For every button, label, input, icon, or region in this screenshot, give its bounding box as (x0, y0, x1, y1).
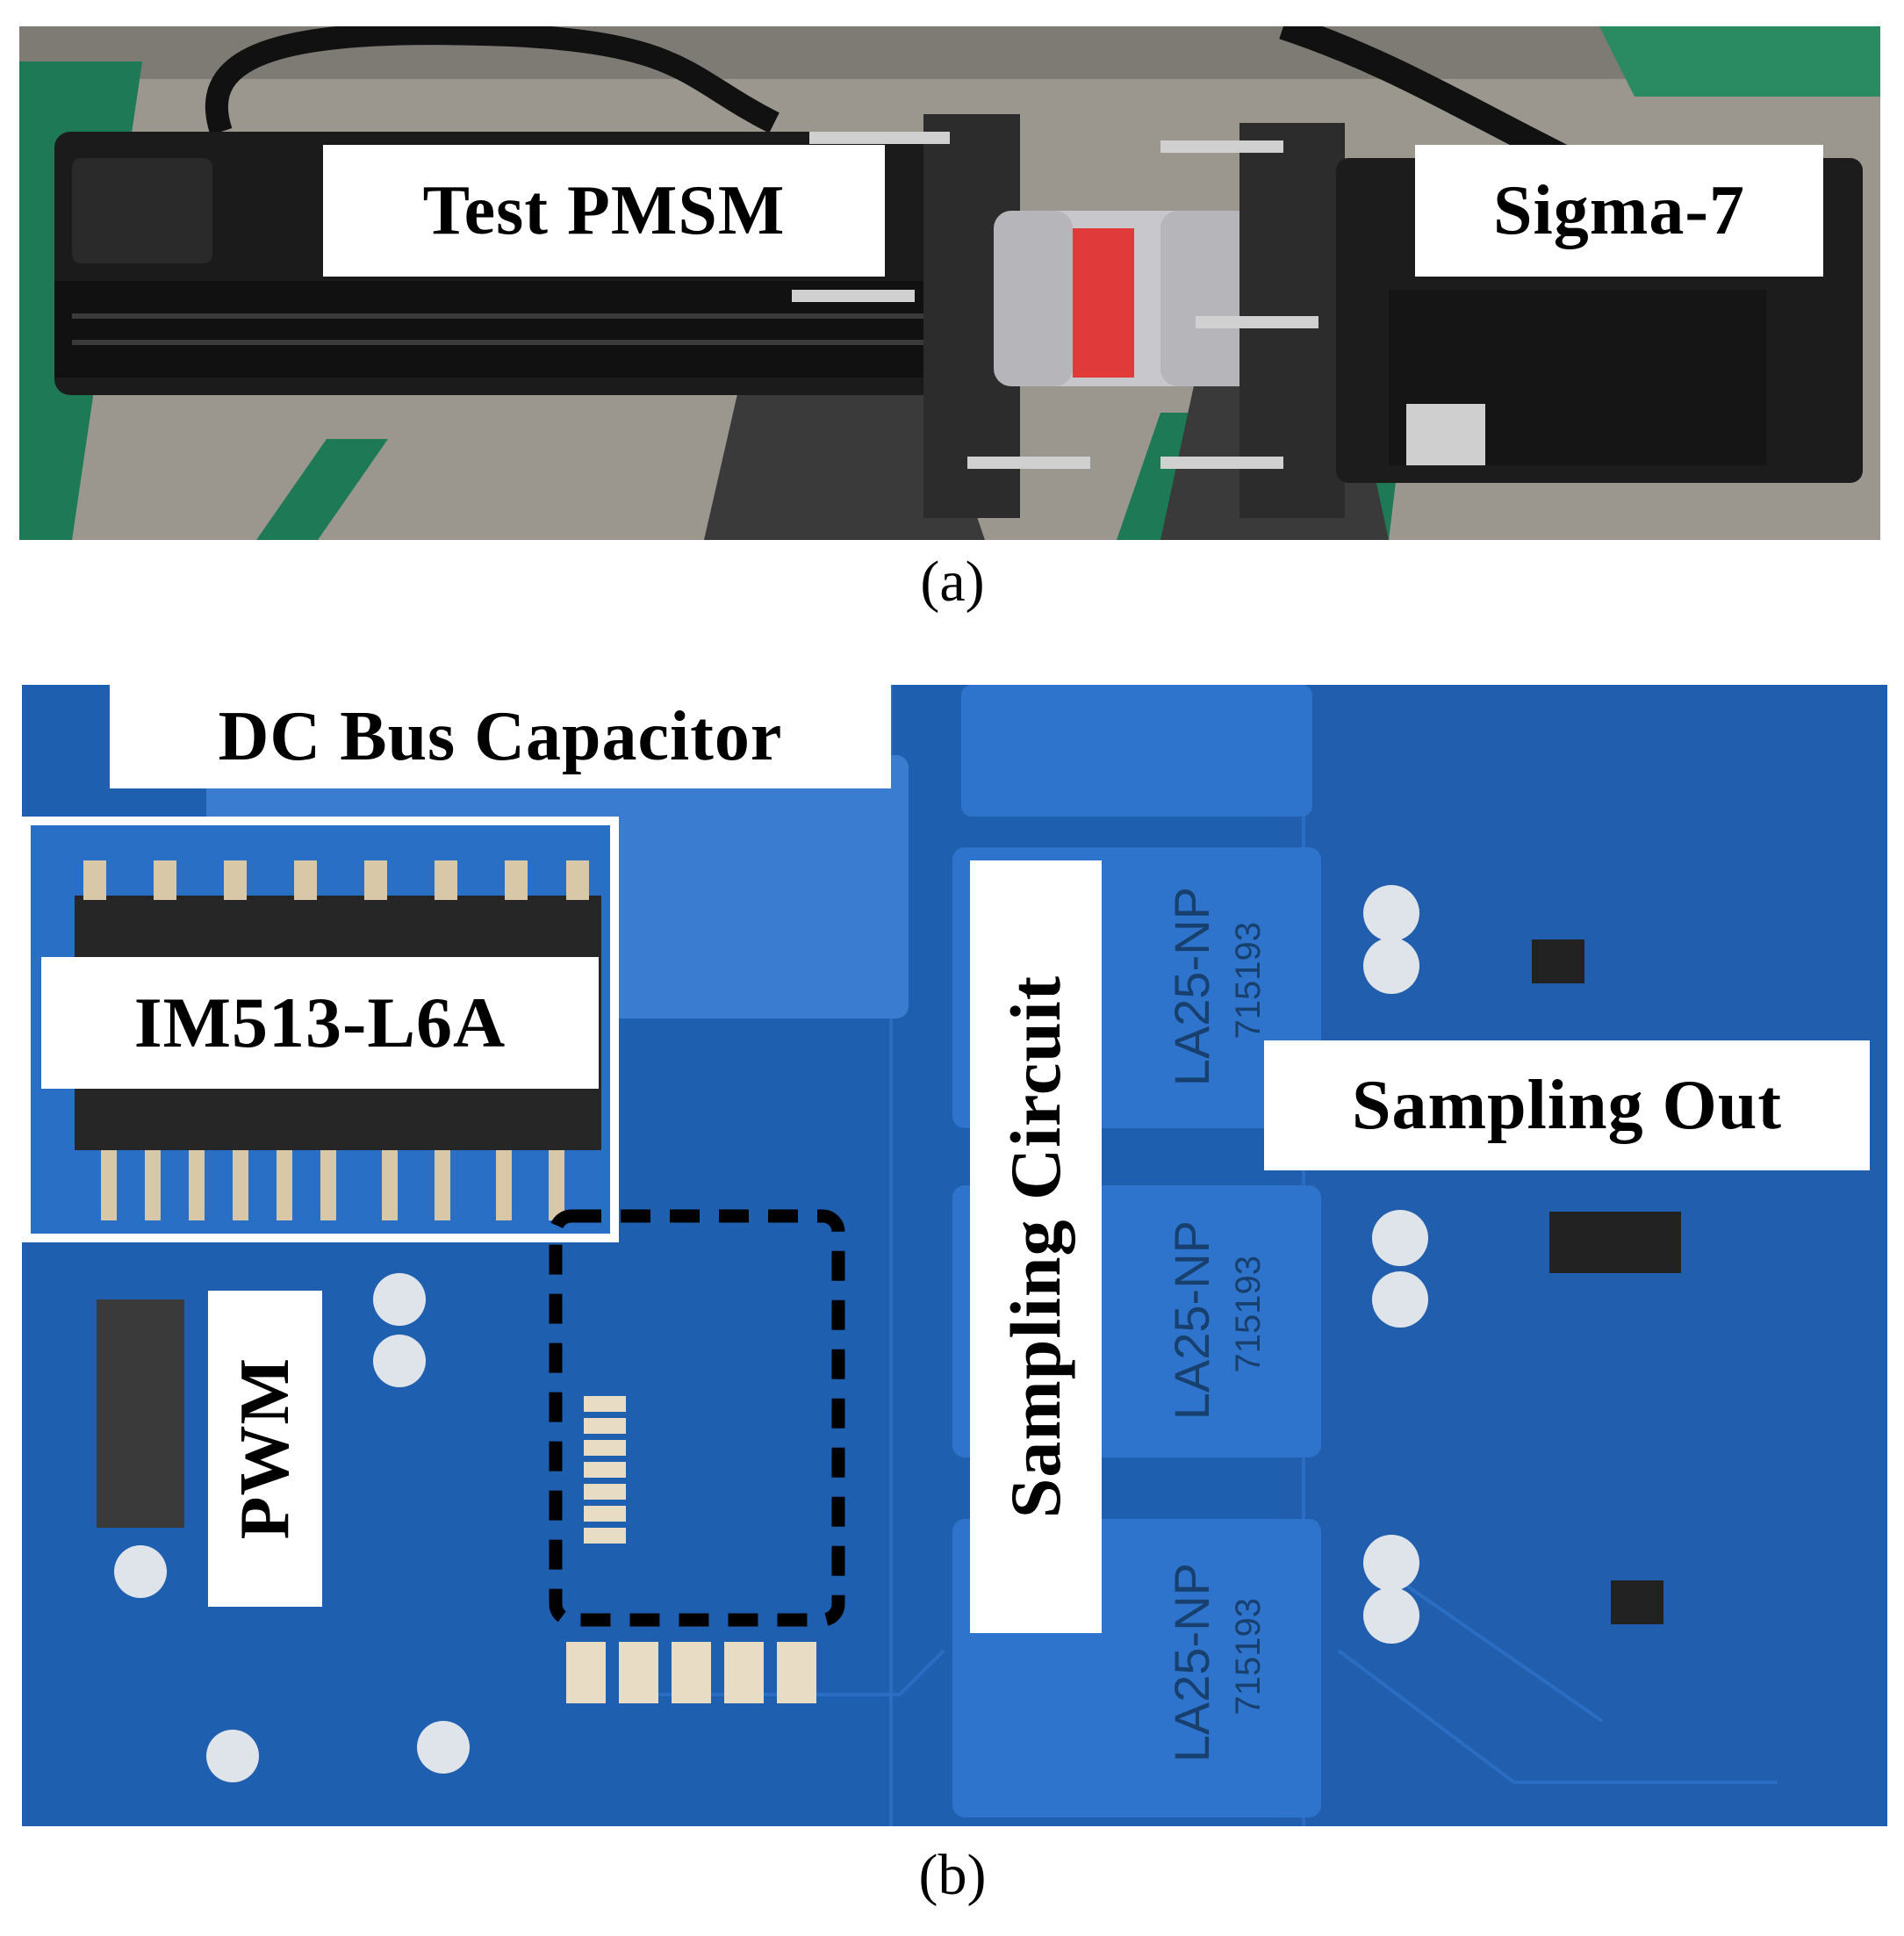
caption-a: (a) (920, 550, 985, 614)
label-pwm: PWM (208, 1291, 322, 1607)
sensor-code-2: 715193 (1229, 1256, 1268, 1373)
sensor-marking-2: LA25-NP (1164, 1220, 1219, 1421)
label-sampling-circuit-text: Sampling Circuit (995, 975, 1075, 1519)
motor-test-bench-photo (19, 26, 1880, 540)
label-im513-l6a: IM513-L6A (41, 957, 599, 1089)
sensor-marking-1: LA25-NP (1164, 887, 1219, 1087)
label-sigma-7: Sigma-7 (1415, 145, 1823, 277)
sensor-marking-3: LA25-NP (1164, 1563, 1219, 1763)
label-sampling-out: Sampling Out (1264, 1040, 1870, 1170)
sensor-code-1: 715193 (1229, 922, 1268, 1040)
photo-panel-a: Test PMSM Sigma-7 (19, 26, 1880, 540)
caption-b: (b) (918, 1843, 987, 1907)
inverter-pcb-photo (22, 685, 1887, 1826)
label-dc-bus-capacitor: DC Bus Capacitor (110, 685, 891, 788)
label-test-pmsm: Test PMSM (323, 145, 885, 277)
label-pwm-text: PWM (226, 1357, 304, 1540)
sensor-code-3: 715193 (1229, 1598, 1268, 1716)
label-sampling-circuit: Sampling Circuit (970, 860, 1102, 1633)
photo-panel-b: LA25-NP LA25-NP LA25-NP 715193 715193 71… (22, 685, 1887, 1826)
